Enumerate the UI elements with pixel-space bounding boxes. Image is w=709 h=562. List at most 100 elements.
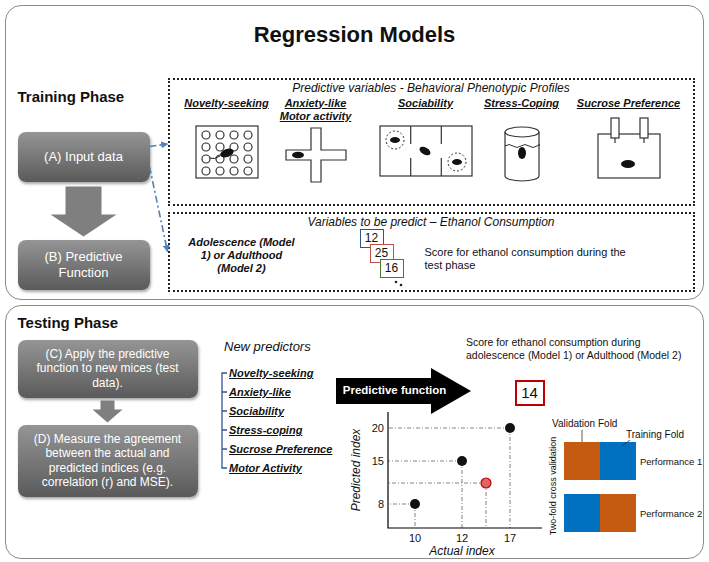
performance-label: Performance 1 <box>640 455 704 469</box>
node-heading: (D) Measure the agreement between the ac… <box>25 432 191 490</box>
hole <box>216 167 224 175</box>
hole <box>244 167 252 175</box>
node-heading: Training Phase <box>18 88 168 106</box>
dash-dot-arrow <box>150 144 168 146</box>
hole <box>244 131 252 139</box>
hole <box>202 167 210 175</box>
hole <box>202 131 210 139</box>
predictor-item: Anxiety-like <box>229 385 359 399</box>
hole-board <box>196 126 258 178</box>
node-heading: Predictive function <box>343 384 447 398</box>
hole <box>244 155 252 163</box>
node-heading: 14 <box>521 384 538 402</box>
variable-group: Predictive variables - Behavioral Phenot… <box>168 78 695 206</box>
block-arrow <box>51 187 117 237</box>
cylinder-rim <box>505 127 539 137</box>
node-text: Score for ethanol consumption during the… <box>425 246 630 272</box>
tick-label: 20 <box>364 421 384 435</box>
node-heading: Predictive variables - Behavioral Phenot… <box>168 81 695 95</box>
predictor-item: Sociability <box>229 404 359 418</box>
cage-circle <box>386 131 404 149</box>
training-fold <box>564 494 600 532</box>
predictor-item: Stress-coping <box>229 423 359 437</box>
data-point <box>457 456 467 466</box>
tick-label: 17 <box>500 531 520 545</box>
hole <box>202 143 210 151</box>
three-chamber-box <box>380 126 472 176</box>
node-heading: 25 <box>375 246 388 260</box>
node-heading: (C) Apply the predictive function to new… <box>25 347 191 390</box>
mouse-tail <box>210 156 220 159</box>
data-point <box>505 423 515 433</box>
node-heading: 12 <box>365 231 378 245</box>
hole <box>244 143 252 151</box>
performance-label: Performance 2 <box>640 507 704 521</box>
fold-label: Training Fold <box>626 428 701 442</box>
process-box: (B) Predictive Function <box>18 240 150 290</box>
mouse-symbol <box>452 159 462 165</box>
variable-group: Variables to be predict – Ethanol Consum… <box>168 212 695 292</box>
mouse-symbol <box>418 145 432 157</box>
guide-line <box>388 483 486 528</box>
node-text: Sociability <box>386 97 466 110</box>
node-text: Adolescence (Model 1) or Adulthood (Mode… <box>186 236 298 276</box>
hole <box>230 143 238 151</box>
output-note: Score for ethanol consumption during ado… <box>466 336 702 362</box>
predicted-point <box>481 478 491 488</box>
node-text: Novelty-seeking <box>177 97 277 110</box>
fold-label: Validation Fold <box>552 417 632 431</box>
node-heading: (B) Predictive Function <box>25 249 143 280</box>
training-fold <box>600 442 636 480</box>
tick-label: 15 <box>364 454 384 468</box>
tick-label: 8 <box>364 497 384 511</box>
node-heading: Testing Phase <box>18 314 168 332</box>
hole <box>216 143 224 151</box>
node-heading: (A) Input data <box>44 149 123 165</box>
validation-fold <box>564 442 600 480</box>
node-text: Sucrose Preference <box>574 97 684 110</box>
plus-maze <box>286 128 346 182</box>
axis-title: Actual index <box>412 544 512 558</box>
process-box: (C) Apply the predictive function to new… <box>18 340 198 398</box>
predictor-item: Novelty-seeking <box>229 366 359 380</box>
node-text: Stress-Coping <box>477 97 567 110</box>
block-arrow <box>93 401 123 423</box>
axis-title: Predicted index <box>349 415 363 525</box>
hole <box>216 131 224 139</box>
guide-line <box>388 504 415 528</box>
hole <box>230 131 238 139</box>
phase-panel: Training Phase (A) Input data (B) Predicti… <box>5 5 704 300</box>
cage-circle <box>448 153 466 171</box>
mouse-symbol <box>219 147 235 159</box>
value-card: 16 <box>380 259 404 278</box>
hole <box>202 155 210 163</box>
process-box: (D) Measure the agreement between the ac… <box>18 425 198 497</box>
mouse-symbol <box>518 147 526 159</box>
leader-line <box>582 430 630 446</box>
node-heading: Variables to be predict – Ethanol Consum… <box>168 215 695 229</box>
validation-fold <box>600 494 636 532</box>
dash-dot-arrow <box>150 167 168 252</box>
guide-line <box>388 428 510 528</box>
diagram-title: Regression Models <box>0 22 709 48</box>
mouse-symbol <box>390 137 400 143</box>
ellipsis-dot <box>400 284 403 287</box>
water-line <box>505 145 540 148</box>
block-arrow-shape: Predictive function <box>336 368 471 414</box>
bottle-spout <box>615 138 644 143</box>
predictor-item: Motor Activity <box>229 461 359 475</box>
predictor-item: Sucrose Preference <box>229 442 359 456</box>
mouse-symbol <box>292 152 304 158</box>
ellipsis-dot <box>395 281 398 284</box>
tick-label: 10 <box>405 531 425 545</box>
node-text: Anxiety-like Motor activity <box>276 97 356 123</box>
hole <box>230 155 238 163</box>
mouse-symbol <box>621 160 635 168</box>
tick-label: 12 <box>452 531 472 545</box>
hole <box>230 167 238 175</box>
list-heading: New predictors <box>224 340 354 354</box>
swim-cylinder <box>505 132 539 181</box>
value-box: 14 <box>515 380 545 406</box>
home-cage <box>598 134 660 178</box>
bottle <box>640 118 648 138</box>
